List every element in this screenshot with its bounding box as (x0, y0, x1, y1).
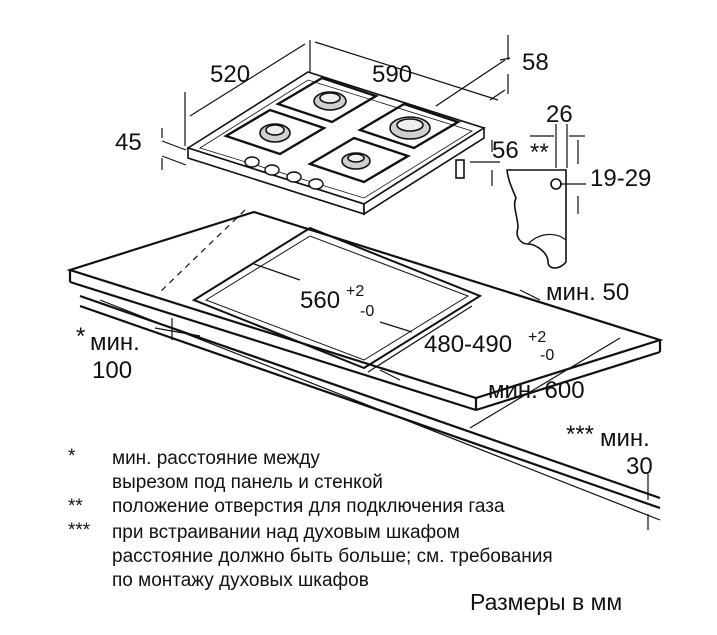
hob-drawing (186, 71, 486, 216)
footnote-1-marker: * (68, 446, 76, 467)
units-label: Размеры в мм (470, 589, 623, 615)
hob-dimension-lines (161, 35, 511, 186)
cutout (191, 226, 483, 370)
footnote-1-line-2: вырезом под панель и стенкой (112, 472, 383, 493)
footnote-3-line-1: при встраивании над духовым шкафом (112, 522, 460, 543)
dim-cutout-depth: 480-490 (424, 331, 512, 358)
dim-hob-height: 45 (115, 129, 142, 156)
footnote-3-line-3: по монтажу духовых шкафов (112, 570, 369, 591)
hob-side-edge (363, 126, 485, 216)
profile-body (506, 169, 567, 269)
dim-min-front: мин. (90, 329, 140, 356)
dim-min-bottom-marker: *** (566, 421, 594, 448)
dim-side-offset: 56 (492, 137, 519, 164)
dim-hob-depth: 520 (210, 61, 250, 88)
footnote-2-marker: ** (68, 496, 83, 517)
dim-gas-inlet-offset: 26 (546, 101, 573, 128)
footnote-1-line-1: мин. расстояние между (112, 448, 320, 469)
footnote-3-line-2: расстояние должно быть больше; см. требо… (112, 546, 553, 567)
dim-cutout-width-tol-plus: +2 (346, 283, 364, 300)
gas-inlet-profile (506, 124, 586, 269)
dim-cutout-width: 560 (300, 287, 340, 314)
cutout-dimension-lines (154, 263, 649, 530)
dim-cutout-depth-group: 480-490 +2 -0 (424, 329, 554, 364)
dim-cutout-width-group: 560 +2 -0 (300, 283, 374, 320)
worktop (66, 209, 664, 521)
footnote-1: * мин. расстояние между вырезом под пане… (0, 445, 717, 495)
dim-min-front-marker: * (76, 323, 85, 350)
control-knobs (244, 156, 324, 190)
burners (259, 91, 431, 170)
dim-min-back: мин. 50 (546, 279, 629, 306)
footnote-3: *** при встраивании над духовым шкафом р… (0, 519, 717, 591)
footnote-2: ** положение отверстия для подключения г… (0, 495, 717, 521)
dim-cutout-depth-tol-minus: -0 (540, 347, 554, 364)
pan-supports (223, 76, 461, 184)
dim-min-bottom: мин. (600, 425, 650, 452)
dim-min-bottom-value: 30 (626, 453, 653, 480)
dim-cutout-depth-tol-plus: +2 (528, 329, 546, 346)
dim-min-front-value: 100 (92, 357, 132, 384)
gas-inlet-hole (550, 178, 562, 190)
gas-connector (455, 159, 465, 179)
footnote-2-line-1: положение отверстия для подключения газа (112, 496, 505, 517)
dim-gas-inlet-height: 19-29 (590, 165, 651, 192)
dim-hob-width: 590 (372, 61, 412, 88)
dim-min-worktop: мин. 600 (488, 377, 585, 404)
dim-gas-inlet-marker: ** (530, 139, 549, 166)
dim-back-offset: 58 (522, 49, 549, 76)
dim-cutout-width-tol-minus: -0 (360, 303, 374, 320)
footnote-3-marker: *** (68, 520, 91, 541)
